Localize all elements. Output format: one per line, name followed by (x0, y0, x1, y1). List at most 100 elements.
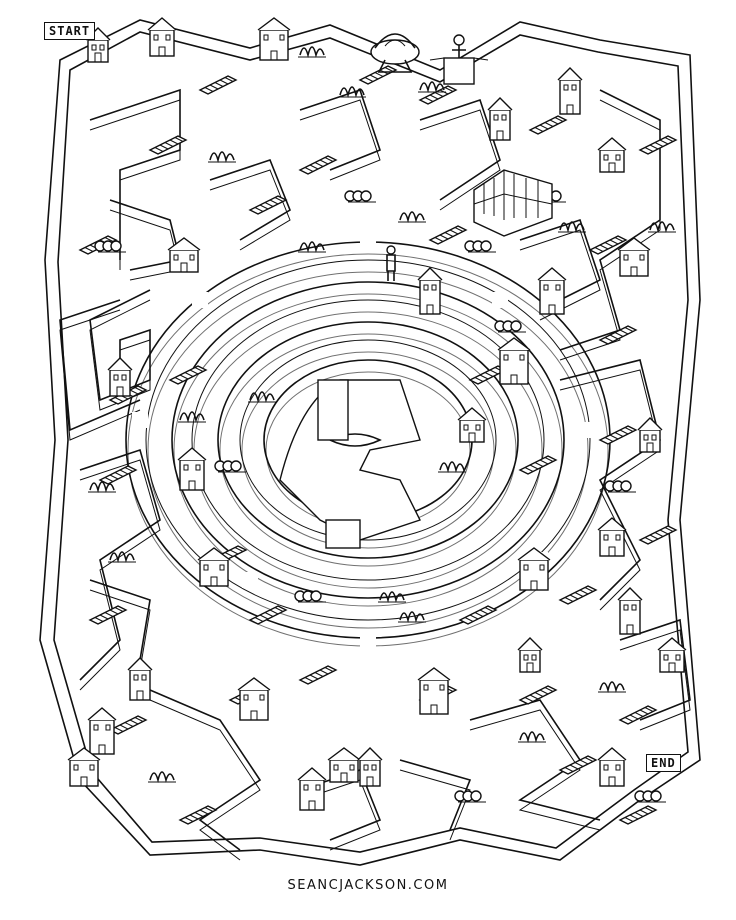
house-roof (597, 137, 627, 151)
stair-step (369, 74, 379, 80)
house-wall (129, 669, 151, 701)
house-wall (619, 249, 649, 277)
flower (230, 460, 242, 472)
stair-step (274, 197, 284, 202)
stair-step (224, 77, 234, 82)
house-roof (617, 237, 651, 251)
shrub-icon (248, 391, 276, 404)
house-wall (199, 559, 229, 587)
artist-credit: SEANCJACKSON.COM (287, 878, 449, 893)
house-door (116, 386, 124, 397)
stair-step (84, 247, 94, 252)
stair-step (129, 719, 139, 725)
stair-step (659, 139, 669, 145)
stair-base (638, 135, 678, 155)
house-icon (417, 667, 451, 715)
stair-step (569, 764, 579, 770)
shrub-icon (418, 81, 446, 94)
house-window (333, 764, 339, 771)
house-roof (237, 677, 271, 691)
house-icon (497, 337, 531, 385)
flower (470, 790, 482, 802)
shrub-icon (454, 790, 486, 803)
house-icon (417, 267, 443, 315)
stair-step (304, 677, 314, 682)
stair-step (134, 717, 144, 722)
maze-wall (399, 759, 472, 831)
stair-step (664, 527, 674, 532)
stair-step (179, 374, 189, 380)
maze-wall-edge (619, 629, 691, 731)
staircase (298, 665, 338, 685)
ring-wall (171, 281, 565, 599)
start-sign: START (44, 22, 96, 40)
maze-wall (79, 448, 161, 681)
house-wall (599, 149, 625, 173)
maze-wall (89, 579, 151, 661)
staircase (638, 135, 678, 155)
stair-step (254, 617, 264, 622)
stair-base (558, 585, 598, 605)
stair-step (539, 459, 549, 465)
stair-step (624, 427, 634, 432)
leaves (649, 221, 675, 234)
stair-step (109, 609, 119, 615)
stair-step (644, 147, 654, 152)
stair-step (439, 234, 449, 240)
fountain-icon (370, 33, 420, 73)
house-window (651, 434, 657, 441)
core-path (279, 379, 421, 541)
house-roof (517, 547, 551, 561)
house-window (91, 44, 97, 51)
stair-step (124, 722, 134, 727)
stair-step (579, 759, 589, 765)
house-window (603, 764, 609, 771)
stair-step (619, 329, 629, 335)
house-window (219, 564, 225, 571)
stair-step (269, 609, 279, 615)
house-icon (87, 707, 117, 755)
house-roof (327, 747, 361, 761)
stair-step (309, 164, 319, 170)
staircase (418, 85, 458, 105)
house-roof (557, 67, 583, 81)
house-door (210, 576, 218, 587)
house-icon (297, 767, 327, 811)
stair-step (609, 239, 619, 245)
house-icon (127, 657, 153, 701)
stair-step (604, 337, 614, 342)
house-window (133, 674, 139, 681)
ring-gap (192, 292, 208, 308)
staircase (428, 225, 468, 245)
stair-step (599, 244, 609, 250)
ring-gap (132, 412, 148, 428)
stair-base (198, 75, 238, 95)
stair-step (644, 707, 654, 712)
house-window (639, 254, 645, 261)
stair-step (639, 809, 649, 815)
stair-step (604, 242, 614, 247)
house-door (158, 46, 166, 57)
stair-step (649, 144, 659, 150)
staircase (148, 135, 188, 155)
house-window (279, 34, 285, 41)
house-window (189, 254, 195, 261)
stair-base (88, 605, 128, 625)
stair-step (174, 377, 184, 382)
stair-step (564, 767, 574, 772)
house-door (510, 374, 518, 385)
house-icon (597, 137, 627, 173)
maze-wall-edge (89, 299, 151, 411)
house-icon (257, 17, 291, 61)
house-window (675, 654, 681, 661)
staircase (178, 805, 218, 825)
stair-base (428, 225, 468, 245)
staircase (598, 325, 638, 345)
landmarks (370, 33, 553, 281)
flower (110, 240, 122, 252)
house-door (430, 704, 438, 715)
house-door (468, 432, 476, 443)
leaves (439, 461, 465, 474)
shrub-icon (648, 221, 676, 234)
stair-step (484, 607, 494, 612)
